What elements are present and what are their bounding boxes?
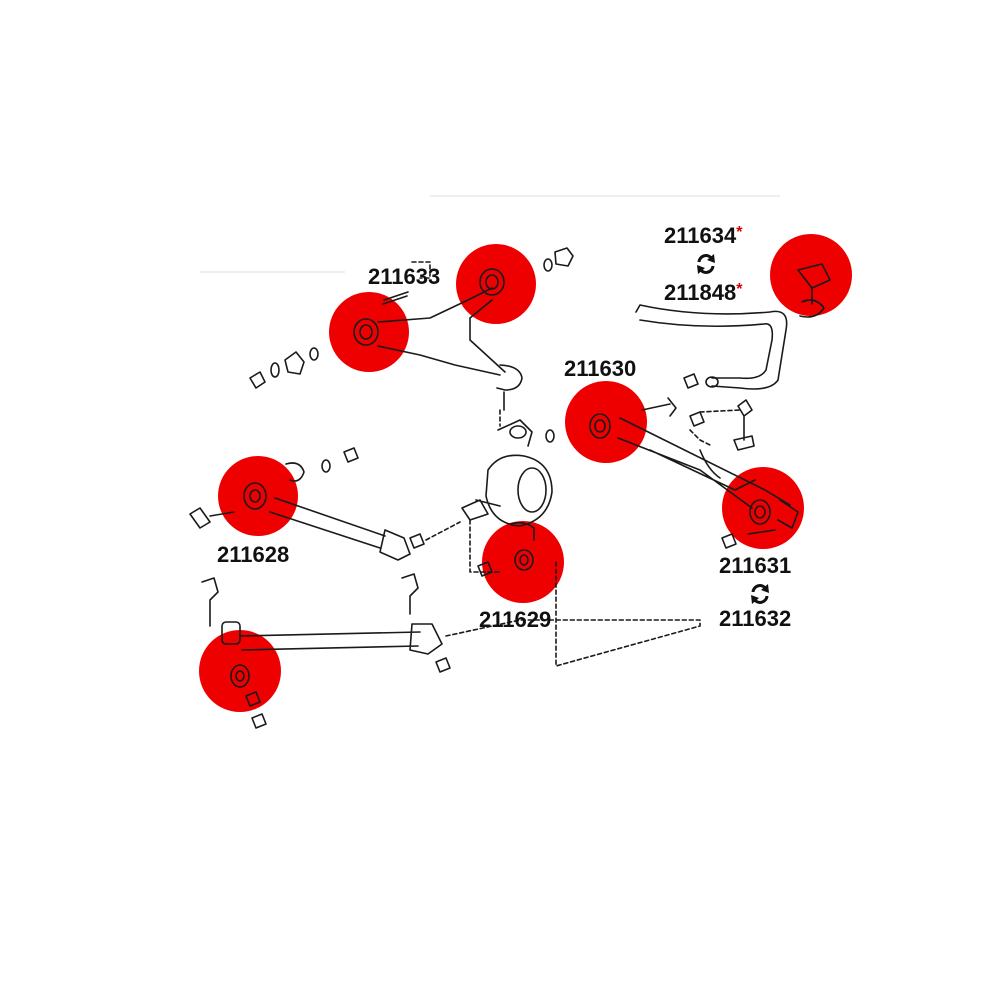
leader-line: [411, 261, 431, 279]
nut: [477, 561, 493, 577]
upper-arm: [377, 287, 506, 376]
bushing-ring: [749, 499, 771, 525]
lower-link: [239, 623, 443, 655]
bolt: [641, 397, 677, 417]
knuckle-top: [509, 425, 527, 439]
bolt: [382, 295, 408, 305]
part-label-211848: 211848: [664, 280, 737, 305]
bushing-core: [359, 324, 373, 340]
washer: [270, 362, 280, 378]
highlight-211628: [218, 456, 298, 536]
bushing-core: [754, 505, 766, 519]
lateral-link: [269, 497, 411, 561]
bar-end: [705, 376, 719, 388]
nut: [689, 411, 705, 427]
arm-end: [777, 499, 799, 529]
part-label-211629: 211629: [479, 607, 552, 632]
cam-plate: [284, 351, 305, 375]
washer: [321, 459, 331, 473]
bolt: [383, 291, 409, 301]
bolt: [201, 577, 219, 627]
leader-line: [689, 429, 711, 446]
arm-rib: [699, 449, 721, 479]
knuckle: [461, 419, 553, 527]
cam-washer: [285, 462, 305, 482]
nut: [343, 447, 359, 463]
bolt: [189, 507, 235, 529]
highlight-211633-front: [329, 292, 409, 372]
link-end: [221, 621, 241, 645]
bolt: [401, 573, 419, 615]
lower-arm: [617, 417, 791, 509]
asterisk-mark: *: [736, 224, 743, 241]
bushing-ring: [230, 664, 250, 688]
washer: [543, 258, 553, 272]
knuckle-lower: [509, 521, 535, 541]
swap-arrows-icon: [697, 254, 715, 274]
washer: [309, 347, 319, 361]
bushing-ring: [589, 413, 611, 439]
part-label-211630: 211630: [564, 356, 637, 381]
part-label-211632: 211632: [719, 606, 792, 631]
part-label-211631: 211631: [719, 553, 792, 578]
swap-arrows-icon: [751, 584, 769, 604]
leader-line: [699, 409, 741, 413]
bushing-core: [594, 419, 606, 433]
nut: [683, 373, 699, 389]
highlight-211629: [482, 521, 564, 603]
part-label-211634-group: 211634*: [664, 225, 742, 247]
hub-bore: [517, 467, 547, 513]
bushing-ring: [479, 268, 505, 296]
nut: [251, 713, 267, 729]
leader-line: [445, 559, 701, 667]
bushing-core: [519, 554, 529, 566]
highlight-211633-rear: [456, 244, 536, 324]
washer: [545, 429, 555, 443]
nut: [721, 533, 737, 549]
stabilizer-link: [733, 399, 755, 451]
nut: [435, 657, 451, 673]
part-label-211848-group: 211848*: [664, 282, 742, 304]
ball-joint: [496, 364, 523, 391]
leader-line: [425, 521, 461, 541]
bushing-core: [235, 670, 245, 682]
part-label-211634: 211634: [664, 223, 737, 248]
nut: [245, 691, 261, 707]
nut: [554, 247, 574, 267]
highlight-211634: [770, 234, 852, 316]
nut: [409, 533, 425, 549]
nut: [249, 371, 266, 389]
asterisk-mark: *: [736, 281, 743, 298]
part-label-211633: 211633: [368, 264, 441, 289]
highlight-211630: [565, 381, 647, 463]
bushing-core: [485, 274, 499, 290]
bolt: [747, 529, 776, 535]
bushing-ring: [353, 318, 379, 346]
stabilizer-bushing-bracket: [797, 263, 831, 318]
part-label-211628: 211628: [217, 542, 290, 567]
parts-drawing: [189, 247, 831, 729]
bushing-ring: [514, 549, 534, 571]
bushing-core: [249, 489, 261, 503]
bushing-ring: [243, 482, 267, 510]
stabilizer-bar: [635, 304, 788, 390]
bushing-highlights: [199, 234, 852, 712]
